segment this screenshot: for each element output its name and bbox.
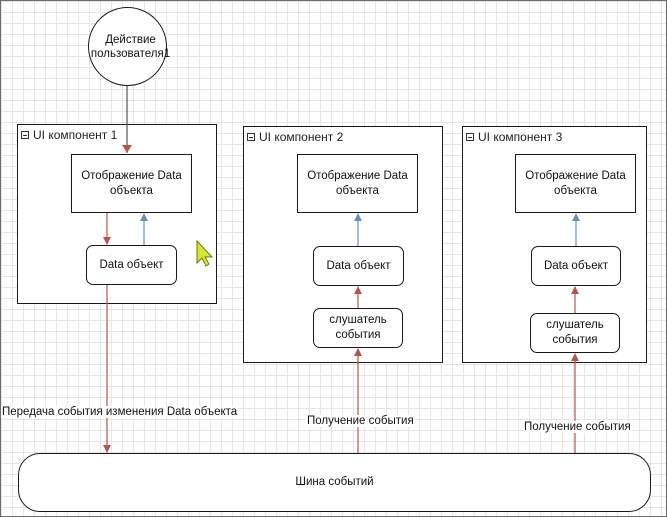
ui-component-3-header: UI компонент 3 <box>466 130 562 144</box>
display-box-1[interactable]: Отображение Data объекта <box>71 154 192 213</box>
collapse-icon[interactable] <box>466 133 474 141</box>
ui-component-2-header: UI компонент 2 <box>247 130 343 144</box>
ui-component-2-title: UI компонент 2 <box>259 130 344 144</box>
arrowhead <box>122 145 132 153</box>
ui-component-3-title: UI компонент 3 <box>478 130 563 144</box>
user-action-node[interactable]: Действие пользователя1 <box>88 7 170 86</box>
cursor-icon <box>196 239 214 267</box>
edge-label-receive-3: Получение события <box>523 421 632 433</box>
ui-component-1-title: UI компонент 1 <box>33 128 118 142</box>
data-object-3[interactable]: Data объект <box>531 246 621 286</box>
ui-component-1-header: UI компонент 1 <box>21 128 117 142</box>
edge-label-publish: Передача события изменения Data объекта <box>1 406 239 418</box>
event-listener-3[interactable]: слушатель события <box>530 313 620 353</box>
collapse-icon[interactable] <box>21 131 29 139</box>
event-listener-2[interactable]: слушатель события <box>313 308 403 348</box>
event-bus[interactable]: Шина событий <box>18 453 651 512</box>
data-object-2[interactable]: Data объект <box>313 246 404 286</box>
data-object-1[interactable]: Data объект <box>86 245 177 285</box>
edge-label-receive-2: Получение события <box>306 415 415 427</box>
display-box-3[interactable]: Отображение Data объекта <box>515 154 636 213</box>
display-box-2[interactable]: Отображение Data объекта <box>297 154 418 213</box>
collapse-icon[interactable] <box>247 133 255 141</box>
